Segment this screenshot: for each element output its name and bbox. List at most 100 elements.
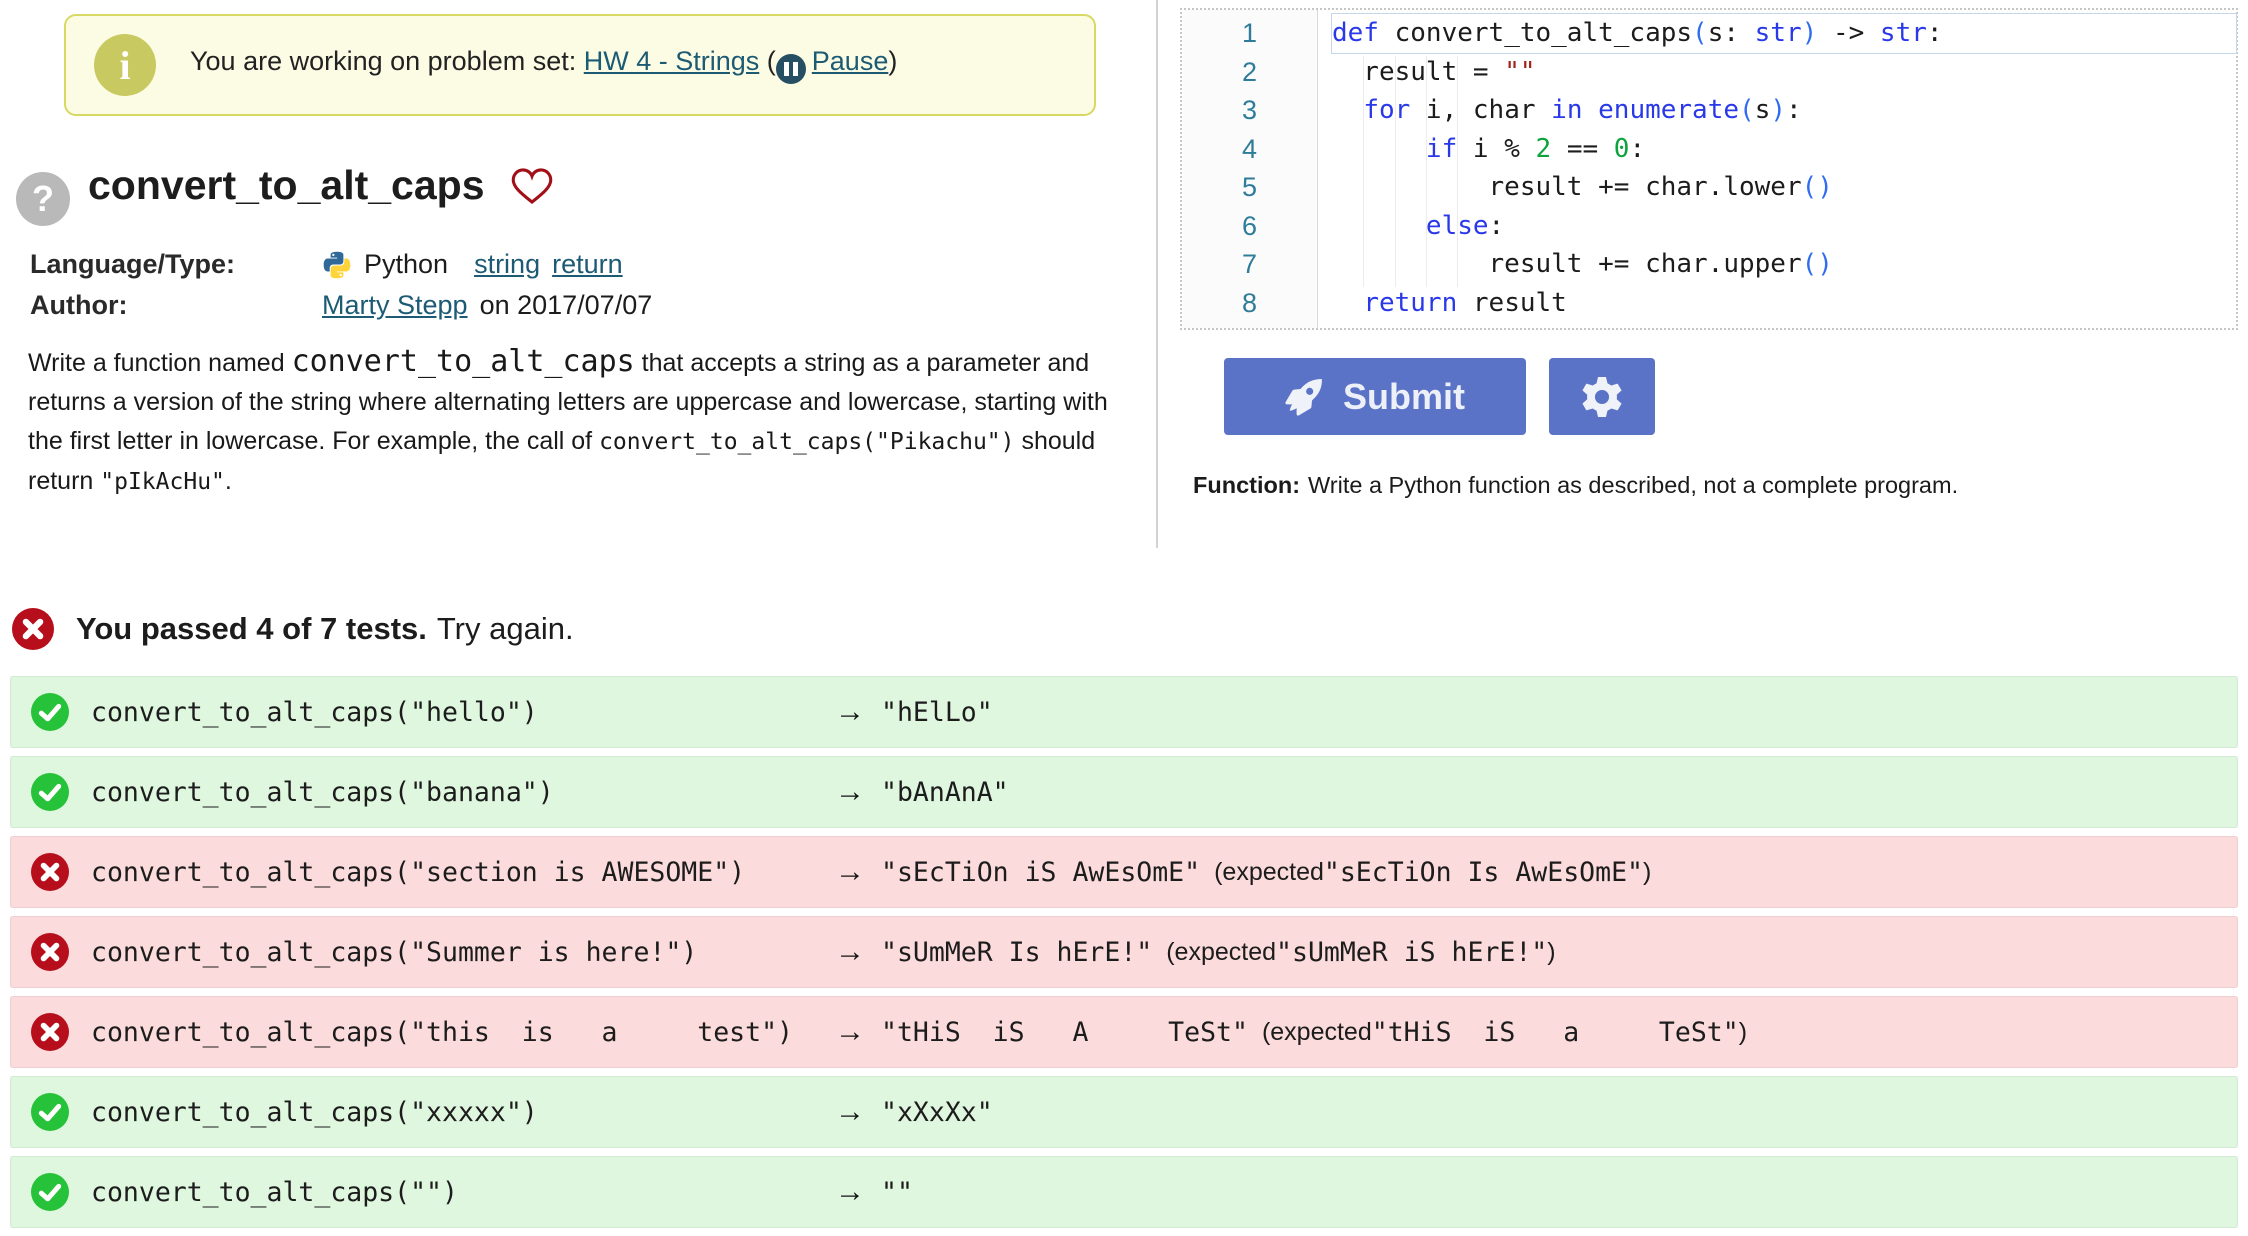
test-row: convert_to_alt_caps("") → "" [10,1156,2238,1228]
code-token: ( [1692,18,1708,48]
code-line: def convert_to_alt_caps(s: str) -> str: [1331,13,2237,54]
code-token: i % [1457,133,1536,164]
arrow-icon: → [835,855,865,888]
code-token: ) [1801,18,1818,48]
fail-x-icon [31,1013,69,1051]
expected-prefix: (expected [1214,857,1324,886]
tag-link-string[interactable]: string [474,249,541,279]
line-number: 8 [1241,287,1258,318]
line-number: 1 [1241,18,1258,48]
test-call: convert_to_alt_caps("hello") [91,696,538,728]
pass-check-icon [31,693,69,731]
code-line: result = "" [1332,53,2236,92]
test-row: convert_to_alt_caps("section is AWESOME"… [10,836,2238,908]
test-result: "tHiS iS A TeSt" [881,1016,1248,1048]
code-keyword: str [1754,18,1802,48]
tag-link-return[interactable]: return [552,249,623,279]
indent-guide [1426,56,1427,287]
function-note-label: Function: [1193,472,1301,498]
test-call: convert_to_alt_caps("section is AWESOME"… [91,856,746,888]
title-row: convert_to_alt_caps [88,162,553,209]
function-note: Function: Write a Python function as desc… [1193,472,1958,499]
author-date: on 2017/07/07 [479,290,653,320]
arrow-icon: → [835,775,865,808]
line-number: 2 [1241,56,1258,87]
code-token: : [1488,210,1505,241]
pause-icon[interactable] [775,54,806,84]
test-result: "xXxXx" [881,1096,993,1128]
code-token: () [1801,249,1833,279]
indent-guide [1457,56,1458,287]
expected-value: "sEcTiOn Is AwEsOmE" [1323,856,1643,888]
test-result: "hElLo" [881,696,993,728]
expected-suffix: ) [1738,1017,1748,1046]
code-keyword: for [1363,95,1411,125]
code-token: : [1926,18,1943,48]
help-icon[interactable]: ? [16,172,70,226]
code-line: if i % 2 == 0: [1332,130,2236,169]
test-result: "bAnAnA" [881,776,1009,808]
function-note-text: Write a Python function as described, no… [1308,472,1959,498]
code-token: -> [1817,18,1880,48]
code-token: result += char.upper [1332,249,1802,279]
arrow-icon: → [835,695,865,728]
expected-value: "tHiS iS a TeSt" [1371,1016,1739,1048]
line-number: 7 [1241,249,1258,279]
arrow-icon: → [835,1015,865,1048]
code-token: s [1754,95,1771,125]
description-text: should return [28,427,1096,495]
code-token: : [1629,133,1646,164]
fail-x-icon [12,608,54,650]
description-text: that accepts a string as a parameter and… [28,349,1108,455]
submit-button[interactable]: Submit [1224,358,1526,435]
fail-x-icon [31,933,69,971]
problem-description: Write a function named convert_to_alt_ca… [28,342,1140,502]
line-number: 6 [1241,210,1258,241]
expected-value: "sUmMeR iS hErE!" [1276,936,1548,968]
language-value: Python [364,249,449,279]
paren-open: ( [766,46,776,76]
rocket-icon [1285,378,1323,416]
line-number: 4 [1241,133,1258,164]
code-token [1332,134,1426,164]
author-label: Author: [30,290,128,320]
test-row: convert_to_alt_caps("this is a test") → "t… [10,996,2238,1068]
code-token: : [1786,95,1802,125]
info-icon: i [94,34,156,96]
test-call: convert_to_alt_caps("this is a test") [91,1016,793,1048]
code-token: "" [1504,56,1536,87]
code-token [1332,211,1426,241]
code-token: i, char [1410,95,1552,125]
code-token: convert_to_alt_caps [1378,18,1693,48]
inline-code: convert_to_alt_caps [291,344,635,379]
editor-code-area[interactable]: def convert_to_alt_caps(s: str) -> str: … [1318,10,2237,328]
indent-guide [1395,56,1396,287]
author-link[interactable]: Marty Stepp [322,290,468,320]
arrow-icon: → [835,1095,865,1128]
banner-text: You are working on problem set: HW 4 - S… [190,46,897,84]
code-keyword: in [1551,95,1583,125]
code-keyword: return [1363,287,1458,318]
problem-set-link[interactable]: HW 4 - Strings [583,46,760,76]
fail-x-icon [31,853,69,891]
code-keyword: str [1879,18,1927,48]
code-token: 2 [1535,133,1552,164]
pass-check-icon [31,773,69,811]
description-text: . [224,467,232,495]
code-line: for i, char in enumerate(s): [1332,91,2236,130]
test-result: "sEcTiOn iS AwEsOmE" [881,856,1201,888]
problem-set-banner: i You are working on problem set: HW 4 -… [64,14,1096,116]
settings-button[interactable] [1549,358,1655,435]
expected-suffix: ) [1642,857,1652,886]
inline-code: "pIkAcHu" [100,469,225,495]
arrow-icon: → [835,1175,865,1208]
python-icon [322,250,352,280]
pause-link[interactable]: Pause [811,46,889,76]
test-call: convert_to_alt_caps("xxxxx") [91,1096,538,1128]
test-result: "" [881,1176,913,1208]
description-text: Write a function named [28,349,292,377]
test-call: convert_to_alt_caps("") [91,1176,458,1208]
favorite-heart-icon[interactable] [511,167,553,205]
test-call: convert_to_alt_caps("banana") [91,776,554,808]
